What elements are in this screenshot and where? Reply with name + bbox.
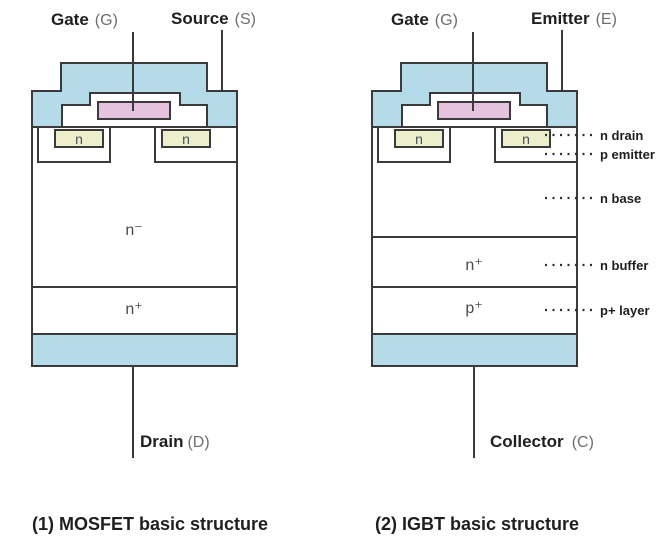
igbt-layer-label-n-drain: n drain xyxy=(600,128,643,143)
igbt-collector-metal xyxy=(371,333,578,367)
igbt-n-left-label: n xyxy=(415,131,423,147)
igbt-gate-name: Gate xyxy=(391,10,429,29)
mosfet-n-left-label: n xyxy=(75,131,83,147)
mosfet-source-name: Source xyxy=(171,9,229,28)
igbt-collector-name: Collector xyxy=(490,432,564,451)
igbt-gate-label: Gate (G) xyxy=(391,10,458,29)
igbt-collector-symbol: (C) xyxy=(572,434,594,451)
mosfet-n-right-label: n xyxy=(182,131,190,147)
mosfet-caption: (1) MOSFET basic structure xyxy=(32,514,268,534)
mosfet-structure: Gate (G) Source (S) Drain(D) n n n⁻ n⁺ (1)… xyxy=(31,9,268,534)
mosfet-n-region-right xyxy=(161,129,211,148)
mosfet-drain-metal xyxy=(31,333,238,367)
mosfet-drain-symbol: (D) xyxy=(187,434,209,451)
mosfet-n-region-left xyxy=(54,129,104,148)
igbt-layer-label-n-base: n base xyxy=(600,191,641,206)
igbt-emitter-name: Emitter xyxy=(531,9,590,28)
igbt-emitter-label: Emitter (E) xyxy=(531,9,617,28)
igbt-layer-label-p-emitter: p emitter xyxy=(600,147,655,162)
igbt-n-right-label: n xyxy=(522,131,530,147)
igbt-pplus-label: p⁺ xyxy=(465,300,482,317)
mosfet-gate-symbol: (G) xyxy=(95,12,118,29)
igbt-layer-label-n-buffer: n buffer xyxy=(600,258,648,273)
mosfet-drain-name: Drain xyxy=(140,432,183,451)
mosfet-drift-label: n⁻ xyxy=(125,222,142,239)
mosfet-source-symbol: (S) xyxy=(235,11,256,28)
igbt-caption: (2) IGBT basic structure xyxy=(375,514,579,534)
mosfet-source-label: Source (S) xyxy=(171,9,256,28)
igbt-n-region-left xyxy=(394,129,444,148)
igbt-collector-label: Collector (C) xyxy=(490,432,594,451)
igbt-n-region-right xyxy=(501,129,551,148)
igbt-layer-label-p-plus: p+ layer xyxy=(600,303,650,318)
mosfet-substrate-label: n⁺ xyxy=(125,301,142,318)
mosfet-gate-label: Gate (G) xyxy=(51,10,118,29)
mosfet-gate-name: Gate xyxy=(51,10,89,29)
mosfet-drain-label: Drain(D) xyxy=(140,432,210,451)
igbt-structure: n drain p emitter n base n buffer p+ lay… xyxy=(371,9,655,534)
igbt-emitter-symbol: (E) xyxy=(596,11,617,28)
igbt-buffer-label: n⁺ xyxy=(465,257,482,274)
igbt-gate-symbol: (G) xyxy=(435,12,458,29)
